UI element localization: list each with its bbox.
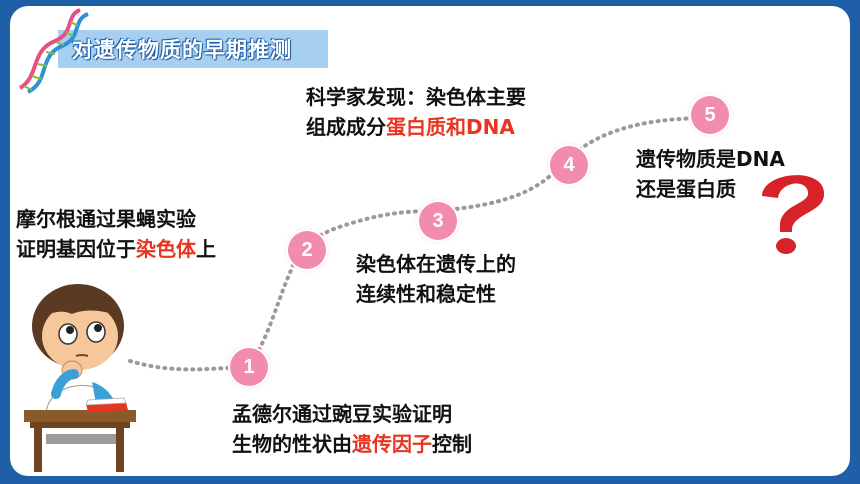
milestone-4-line1: 科学家发现：染色体主要 [306, 85, 526, 109]
milestone-3-line1: 染色体在遗传上的 [356, 252, 516, 276]
milestone-2-line2: 证明基因位于染色体上 [16, 237, 216, 261]
milestone-5-line2: 还是蛋白质 [636, 177, 736, 201]
milestone-marker-3: 3 [419, 202, 457, 240]
milestone-2-highlight: 染色体 [136, 237, 196, 261]
slide-canvas: 对遗传物质的早期推测 1 2 3 4 5 孟德尔通过豌豆实验证明 生物的性状由遗… [10, 6, 850, 476]
milestone-2-line1: 摩尔根通过果蝇实验 [16, 207, 196, 231]
milestone-text-3: 染色体在遗传上的 连续性和稳定性 [356, 249, 516, 309]
milestone-1-line1: 孟德尔通过豌豆实验证明 [232, 402, 452, 426]
milestone-text-2: 摩尔根通过果蝇实验 证明基因位于染色体上 [16, 204, 216, 264]
milestone-4-highlight: 蛋白质和DNA [386, 115, 515, 139]
milestone-4-line2: 组成成分蛋白质和DNA [306, 115, 515, 139]
milestone-1-highlight: 遗传因子 [352, 432, 432, 456]
milestone-text-5: 遗传物质是DNA 还是蛋白质 [636, 144, 785, 204]
question-mark-icon [762, 175, 825, 254]
milestone-3-line2: 连续性和稳定性 [356, 282, 496, 306]
milestone-5-line1: 遗传物质是DNA [636, 147, 785, 171]
thinking-student-illustration [24, 284, 136, 472]
milestone-text-1: 孟德尔通过豌豆实验证明 生物的性状由遗传因子控制 [232, 399, 472, 459]
slide-title: 对遗传物质的早期推测 [72, 38, 292, 62]
milestone-marker-2: 2 [288, 231, 326, 269]
milestone-text-4: 科学家发现：染色体主要 组成成分蛋白质和DNA [306, 82, 526, 142]
milestone-1-line2: 生物的性状由遗传因子控制 [232, 432, 472, 456]
milestone-marker-1: 1 [230, 348, 268, 386]
dna-helix-icon [18, 8, 89, 94]
milestone-marker-5: 5 [691, 96, 729, 134]
milestone-marker-4: 4 [550, 146, 588, 184]
title-banner [58, 30, 328, 68]
